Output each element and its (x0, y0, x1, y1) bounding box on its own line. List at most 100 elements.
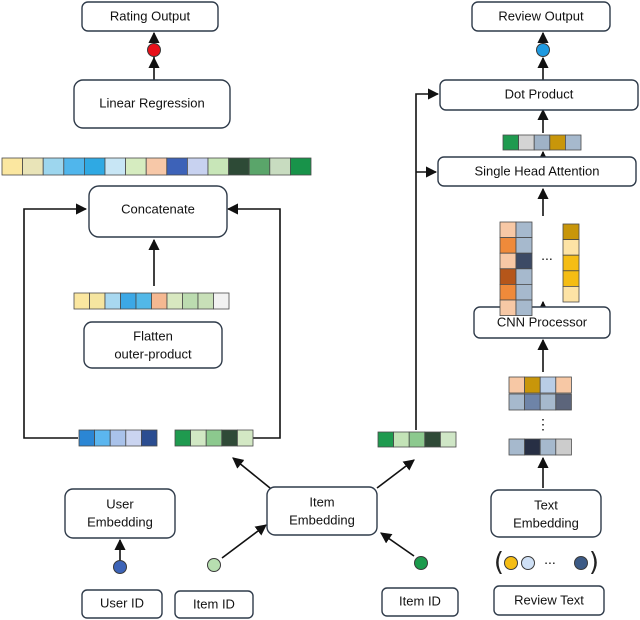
cnn-output-column-2-cell (515, 237, 533, 254)
concat-vector-cell (289, 157, 312, 176)
token-bracket-left: ( (494, 548, 504, 578)
cnn-output-column-3-cell (562, 285, 580, 303)
review-output-label: Review Output (498, 8, 584, 23)
edge-right-vec-to-dot-product (415, 88, 440, 430)
cnn-output-column-1-cell (499, 221, 517, 239)
review-output-node (536, 43, 550, 57)
cnn-output-column-1 (499, 221, 517, 317)
cnn-output-column-1-cell (499, 268, 517, 285)
cnn-output-column-1-cell (499, 237, 517, 254)
user-embedding-vector-cell (109, 429, 127, 447)
token-ellipsis: ... (544, 551, 556, 567)
cnn-output-column-2-cell (515, 299, 533, 317)
token-dark-blue (574, 556, 588, 570)
single-head-attention-box: Single Head Attention (437, 156, 637, 187)
item-id-node-right (414, 556, 428, 570)
text-embedding-row-mid-cell (524, 393, 541, 411)
review-text-label: Review Text (514, 592, 584, 607)
concat-vector-cell (248, 157, 271, 176)
concat-vector-cell (228, 157, 250, 176)
attention-output-vector-cell (518, 134, 535, 151)
attention-output-vector-cell (549, 134, 566, 151)
linear-regression-label: Linear Regression (99, 95, 205, 110)
rating-output-label: Rating Output (110, 8, 191, 23)
text-embedding-row-bottom-cell (524, 438, 541, 456)
item-id-node-left (207, 558, 221, 572)
linear-regression-box: Linear Regression (73, 79, 231, 129)
flatten-vector-cell (151, 292, 168, 310)
cnn-output-column-1-cell (499, 252, 517, 270)
text-embedding-row-mid-cell (555, 393, 572, 411)
token-light-blue (521, 556, 535, 570)
flatten-vector-cell (120, 292, 137, 310)
user-id-label: User ID (100, 595, 144, 610)
user-embedding-vector-cell (78, 429, 96, 447)
text-embedding-row-bottom (508, 438, 572, 456)
cnn-output-column-1-cell (499, 283, 517, 301)
edge-item-vec-to-concatenate (226, 203, 281, 439)
item-embedding-label-line2: Embedding (289, 512, 355, 527)
item-embedding-vector-right (377, 431, 457, 448)
single-head-attention-label: Single Head Attention (474, 163, 599, 178)
item-embedding-box: Item Embedding (266, 486, 378, 536)
edge-user-vec-to-concatenate (23, 203, 88, 439)
edge-item-embedding-to-item-vec (232, 457, 271, 489)
edge-item-node-right-to-item-embedding (380, 532, 415, 557)
cnn-output-column-3 (562, 223, 580, 303)
concat-vector-cell (42, 157, 65, 176)
text-embedding-row-mid-cell (508, 393, 526, 411)
item-embedding-vector-left-cell (221, 429, 238, 447)
item-id-left-box: Item ID (174, 590, 254, 619)
cnn-processor-label: CNN Processor (497, 314, 588, 329)
cnn-output-column-1-cell (499, 299, 517, 317)
text-embedding-row-top-cell (524, 376, 541, 394)
cnn-processor-box: CNN Processor (473, 306, 611, 339)
cnn-output-column-3-cell (562, 270, 580, 287)
concat-vector-cell (269, 157, 291, 176)
concat-vector-cell (63, 157, 85, 176)
user-embedding-box: User Embedding (64, 488, 176, 539)
item-embedding-vector-right-cell (393, 431, 410, 448)
text-embedding-label-line2: Embedding (513, 515, 579, 530)
cnn-output-column-3-cell (562, 254, 580, 272)
flatten-label-line1: Flatten (133, 328, 173, 343)
item-embedding-vector-right-cell (424, 431, 441, 448)
flatten-vector-cell (166, 292, 183, 310)
flatten-vector-cell (182, 292, 199, 310)
text-embedding-row-mid-cell (539, 393, 557, 411)
cnn-output-column-3-cell (562, 223, 580, 241)
edge-item-node-to-item-embedding (221, 524, 267, 559)
cnn-output-column-2-cell (515, 283, 533, 301)
concat-vector-cell (166, 157, 188, 176)
flatten-label-line2: outer-product (114, 346, 192, 361)
rating-output-node (147, 43, 161, 57)
user-embedding-vector-cell (140, 429, 158, 447)
concatenate-label: Concatenate (121, 201, 195, 216)
text-embedding-row-mid (508, 393, 572, 411)
user-embedding-label-line2: Embedding (87, 514, 153, 529)
item-embedding-label-line1: Item (309, 494, 334, 509)
edges (23, 31, 549, 566)
item-id-right-box: Item ID (381, 587, 459, 617)
attention-output-vector-cell (565, 134, 582, 151)
user-embedding-vector-cell (125, 429, 142, 447)
item-embedding-vector-left-cell (190, 429, 207, 447)
concat-vector (1, 157, 312, 176)
dot-product-label: Dot Product (505, 86, 574, 101)
flatten-vector (73, 292, 230, 310)
dot-product-box: Dot Product (439, 79, 639, 111)
cnn-columns-ellipsis: ... (541, 247, 553, 263)
flatten-vector-cell (213, 292, 230, 310)
cnn-output-column-3-cell (562, 239, 580, 256)
review-text-box: Review Text (493, 585, 605, 616)
concat-vector-cell (84, 157, 106, 176)
user-id-node (113, 560, 127, 574)
text-embedding-label-line1: Text (534, 497, 558, 512)
item-embedding-vector-left-cell (236, 429, 254, 447)
concat-vector-cell (186, 157, 209, 176)
cnn-output-column-2-cell (515, 221, 533, 239)
concat-vector-cell (125, 157, 147, 176)
concatenate-box: Concatenate (88, 185, 228, 238)
flatten-vector-cell (73, 292, 90, 310)
review-text-tokens: ( ... ) (494, 548, 599, 578)
